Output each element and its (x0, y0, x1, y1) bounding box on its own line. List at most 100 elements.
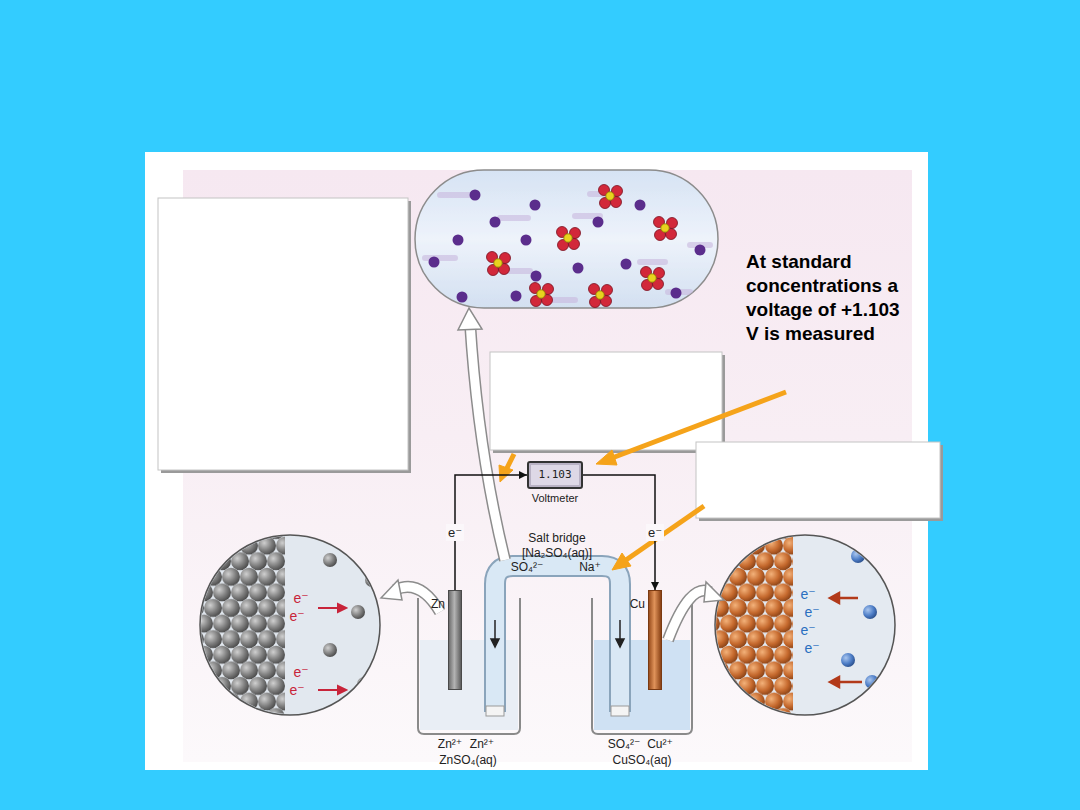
pointer-arrow-part (499, 465, 513, 482)
electron-label: e⁻ (289, 608, 304, 625)
electron-label: e⁻ (800, 622, 815, 639)
sodium-ion-part (621, 259, 632, 270)
voltmeter: 1.103Voltmeter (527, 461, 583, 489)
species-label: Na⁺ (579, 560, 601, 574)
electron-label: e⁻ (804, 640, 819, 657)
electrode: Cu (648, 590, 662, 690)
edge-label: e⁻ (646, 524, 664, 542)
sodium-ion-part (671, 288, 682, 299)
species-label: Cu²⁺ (647, 737, 673, 751)
electrode-label: Zn (431, 597, 445, 611)
electrode-label: Cu (630, 597, 645, 611)
sodium-ion-part (593, 217, 604, 228)
zinc-zoom-part-part (318, 604, 346, 694)
electron-label: e⁻ (289, 682, 304, 699)
sodium-ion-part (511, 291, 522, 302)
species-label: Salt bridge (528, 531, 585, 545)
sulfate-ion-part (487, 252, 511, 276)
copper-zoom-part (705, 530, 879, 720)
zinc-zoom-part-part (357, 677, 371, 691)
electron-label: e⁻ (804, 604, 819, 621)
salt-bridge-tube-part-part (616, 639, 624, 647)
sodium-ion-part (531, 271, 542, 282)
electrode: Zn (448, 590, 462, 690)
zinc-zoom-part (180, 530, 379, 720)
copper-zoom-part-part (705, 530, 793, 720)
copper-zoom-part-part (841, 653, 855, 667)
sulfate-ion-part (599, 185, 623, 209)
sodium-ion-part (470, 190, 481, 201)
beaker-part (594, 640, 690, 730)
electron-label: e⁻ (293, 590, 308, 607)
sodium-ion (429, 190, 706, 303)
sulfate-ion-part (589, 284, 613, 308)
meter-reading: 1.103 (538, 468, 571, 481)
zoom-arrow-part (470, 322, 505, 560)
copper-zoom (705, 530, 895, 720)
ion-streaks (425, 194, 710, 300)
species-label: CuSO₄(aq) (613, 753, 672, 767)
callout-box-part (490, 352, 722, 450)
sodium-ion-part (695, 245, 706, 256)
copper-zoom-part-part-part (838, 681, 862, 684)
salt-bridge-tube-part (491, 620, 624, 647)
copper-zoom-part-part-part (838, 597, 858, 600)
zinc-zoom-part (200, 535, 380, 715)
species-label: ZnSO₄(aq) (439, 753, 497, 767)
zinc-zoom-part-part (180, 530, 285, 720)
callout-box-part (696, 442, 940, 518)
species-label: SO₄²⁻ (511, 560, 544, 574)
pointer-arrow-part (612, 553, 631, 570)
zinc-zoom (180, 530, 380, 720)
arrowhead (651, 582, 659, 590)
salt-bridge-tube-part-part (491, 639, 499, 647)
sodium-ion-part (521, 235, 532, 246)
callout-box-part (158, 198, 408, 470)
zoom-arrow-part (381, 580, 402, 600)
zinc-zoom-part-part-part (318, 607, 340, 609)
sulfate-ion-part (530, 283, 554, 307)
sodium-ion-part (635, 200, 646, 211)
species-label: SO₄²⁻ (608, 737, 641, 751)
salt-bridge-tube-part (611, 706, 629, 716)
salt-bridge-tube-part (495, 566, 620, 712)
sodium-ion-part (530, 200, 541, 211)
species-label: Zn²⁺ (438, 737, 462, 751)
salt-bridge-tube-part-part (494, 620, 496, 640)
copper-zoom-part (715, 535, 895, 715)
salt-bridge-tube-part (495, 566, 620, 712)
pointer-arrow-part (626, 506, 704, 560)
zoom-arrow-part (458, 308, 482, 330)
salt-bridge-tube (486, 566, 629, 716)
sodium-ion-part (429, 257, 440, 268)
sulfate-ion-part (641, 267, 665, 291)
electron-label: e⁻ (293, 664, 308, 681)
zinc-zoom-part-part (351, 605, 365, 619)
callout-note: At standard concentrations a voltage of … (746, 250, 911, 346)
sodium-ion-part (490, 217, 501, 228)
sodium-ion-part (457, 292, 468, 303)
sodium-ion-part (453, 235, 464, 246)
copper-zoom-part-part (863, 605, 877, 619)
sodium-ion-part (573, 263, 584, 274)
copper-zoom-part-part (865, 675, 879, 689)
zoom-arrow-part (470, 322, 505, 560)
copper-zoom-part-part (830, 593, 862, 687)
copper-zoom-part-part-part (830, 677, 839, 687)
species-label: Zn²⁺ (470, 737, 494, 751)
electron-label: e⁻ (800, 586, 815, 603)
zoom-arrow-part (704, 582, 724, 602)
pointer-arrow (499, 392, 786, 570)
zinc-zoom-part-part-part (338, 604, 346, 612)
sulfate-ion (487, 185, 678, 308)
ion-capsule (415, 170, 718, 308)
salt-bridge-tube-part (486, 706, 504, 716)
zoom-arrow (381, 308, 724, 640)
instrument-caption: Voltmeter (532, 492, 578, 505)
arrowhead (519, 471, 527, 479)
salt-bridge-tube-part-part (619, 620, 621, 640)
zinc-zoom-part-part-part (338, 686, 346, 694)
